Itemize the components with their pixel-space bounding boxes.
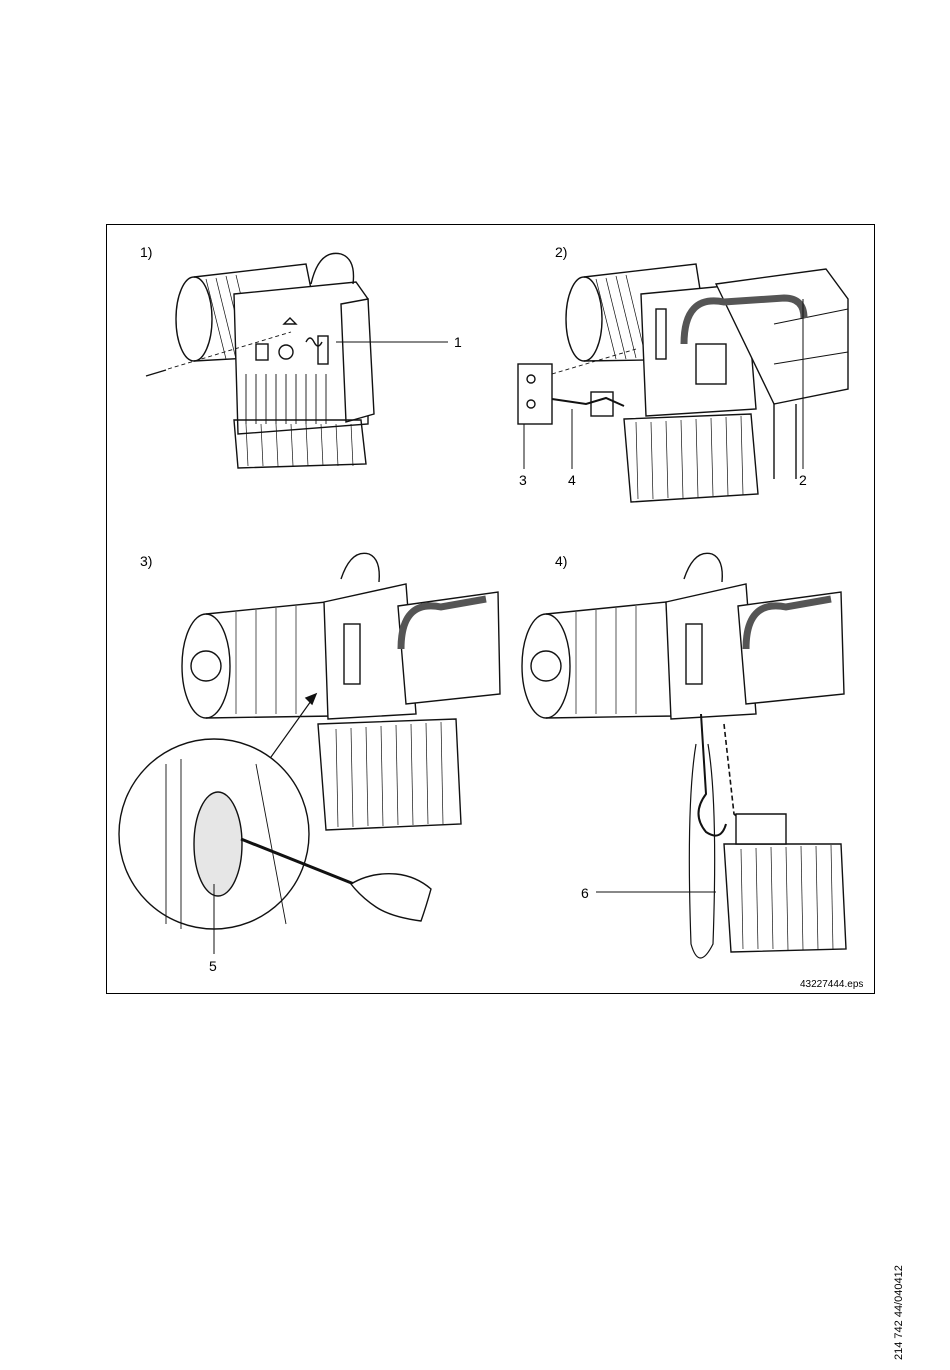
figure-file-reference: 43227444.eps bbox=[800, 979, 863, 990]
step-label-2: 2) bbox=[555, 244, 567, 260]
panel-2-drawing bbox=[518, 264, 848, 502]
step-label-4: 4) bbox=[555, 553, 567, 569]
panel-3-drawing bbox=[119, 553, 500, 954]
document-id: 214 742 44/040412 bbox=[893, 1265, 905, 1360]
panel-4-drawing bbox=[522, 553, 846, 958]
callout-2: 2 bbox=[799, 472, 807, 488]
callout-6: 6 bbox=[581, 885, 589, 901]
callout-3: 3 bbox=[519, 472, 527, 488]
hoist-illustration bbox=[106, 224, 875, 994]
callout-1: 1 bbox=[454, 334, 462, 350]
panel-1-drawing bbox=[146, 253, 448, 468]
step-label-1: 1) bbox=[140, 244, 152, 260]
callout-4: 4 bbox=[568, 472, 576, 488]
callout-5: 5 bbox=[209, 958, 217, 974]
step-label-3: 3) bbox=[140, 553, 152, 569]
